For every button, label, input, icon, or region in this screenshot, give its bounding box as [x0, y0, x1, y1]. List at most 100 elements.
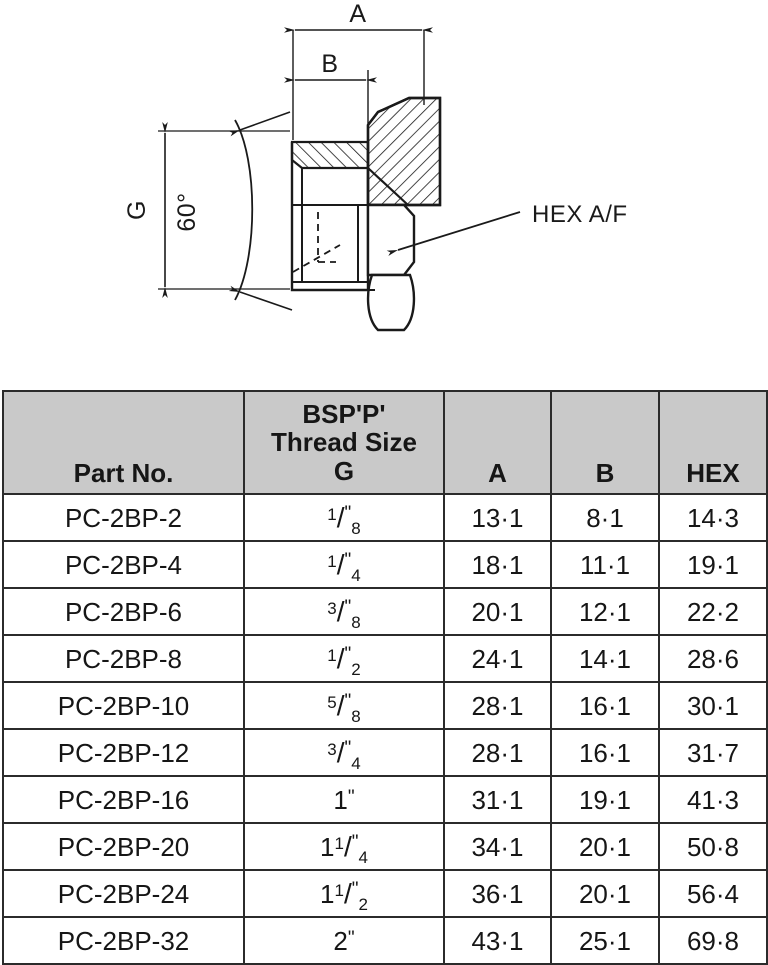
cell-a: 24·1 [443, 634, 552, 683]
cell-b: 25·1 [550, 916, 660, 965]
dimension-g: G [123, 122, 290, 298]
cell-thread-size: 1/"8 [243, 493, 445, 542]
fraction-slash: / [336, 736, 345, 768]
table-header: Part No. BSP'P' Thread Size G A B HEX [2, 390, 768, 495]
thread-size-whole: 2 [333, 925, 348, 956]
inch-mark: " [344, 737, 352, 759]
cell-a: 18·1 [443, 540, 552, 589]
cell-a: 36·1 [443, 869, 552, 918]
column-header-a: A [443, 390, 552, 495]
fraction-slash: / [343, 877, 352, 909]
cell-hex: 28·6 [658, 634, 768, 683]
column-header-hex: HEX [658, 390, 768, 495]
hex-callout-label: HEX A/F [532, 201, 628, 228]
cell-thread-size: 11/"2 [243, 869, 445, 918]
column-header-a-text: A [488, 457, 507, 488]
thread-size-fraction: 1/"2 [327, 642, 360, 678]
thread-header-line-3: G [333, 455, 355, 486]
thread-header-line-2: Thread Size [271, 427, 417, 458]
column-header-thread-size: BSP'P' Thread Size G [243, 390, 445, 495]
cell-b: 20·1 [550, 869, 660, 918]
column-header-hex-text: HEX [686, 457, 740, 488]
cell-part-no: PC-2BP-6 [2, 587, 245, 636]
technical-drawing: A B G 60° [0, 0, 768, 385]
inch-mark: " [347, 927, 355, 949]
cell-part-no: PC-2BP-10 [2, 681, 245, 730]
fraction-slash: / [336, 689, 345, 721]
fraction-whole: 1 [320, 831, 335, 862]
plug-body-section [290, 96, 442, 332]
fraction-slash: / [336, 595, 345, 627]
fraction-denominator: 8 [351, 612, 361, 632]
cell-thread-size: 1" [243, 775, 445, 824]
inch-mark: " [347, 786, 355, 808]
cell-a: 28·1 [443, 728, 552, 777]
cell-b: 20·1 [550, 822, 660, 871]
fraction-numerator: 3 [327, 598, 337, 618]
thread-size-fraction: 1/"8 [327, 501, 360, 537]
cell-part-no: PC-2BP-4 [2, 540, 245, 589]
thread-size-plain: 2" [333, 926, 354, 956]
cell-a: 43·1 [443, 916, 552, 965]
cell-thread-size: 2" [243, 916, 445, 965]
inch-mark: " [344, 596, 352, 618]
cell-b: 16·1 [550, 728, 660, 777]
fraction-slash: / [336, 642, 345, 674]
thread-size-fraction: 1/"4 [327, 548, 360, 584]
cell-hex: 41·3 [658, 775, 768, 824]
fraction-denominator: 2 [358, 894, 368, 914]
thread-header-line-1: BSP'P' [302, 399, 386, 430]
cell-hex: 14·3 [658, 493, 768, 542]
fraction-denominator: 2 [351, 659, 361, 679]
thread-size-fraction: 3/"8 [327, 595, 360, 631]
cell-thread-size: 3/"8 [243, 587, 445, 636]
column-header-part-no-text: Part No. [73, 457, 174, 488]
cell-part-no: PC-2BP-8 [2, 634, 245, 683]
cell-a: 34·1 [443, 822, 552, 871]
cell-b: 19·1 [550, 775, 660, 824]
fraction-slash: / [336, 548, 345, 580]
thread-size-fraction: 11/"4 [320, 830, 368, 866]
cell-hex: 30·1 [658, 681, 768, 730]
cell-part-no: PC-2BP-32 [2, 916, 245, 965]
cell-part-no: PC-2BP-20 [2, 822, 245, 871]
cell-hex: 31·7 [658, 728, 768, 777]
column-header-part-no: Part No. [2, 390, 245, 495]
dimension-g-label: G [123, 200, 151, 220]
cell-thread-size: 11/"4 [243, 822, 445, 871]
cell-a: 31·1 [443, 775, 552, 824]
fraction-denominator: 4 [351, 753, 361, 773]
fraction-slash: / [336, 501, 345, 533]
cell-b: 8·1 [550, 493, 660, 542]
cell-b: 14·1 [550, 634, 660, 683]
dimension-b: B [284, 50, 377, 128]
cell-thread-size: 5/"8 [243, 681, 445, 730]
fraction-numerator: 5 [327, 692, 337, 712]
fraction-slash: / [343, 830, 352, 862]
thread-size-plain: 1" [333, 785, 354, 815]
cell-thread-size: 1/"2 [243, 634, 445, 683]
fraction-numerator: 1 [327, 551, 337, 571]
cell-b: 12·1 [550, 587, 660, 636]
cell-b: 16·1 [550, 681, 660, 730]
inch-mark: " [351, 878, 359, 900]
fraction-denominator: 8 [351, 518, 361, 538]
dimension-a: A [284, 0, 433, 140]
fraction-numerator: 1 [327, 504, 337, 524]
cell-part-no: PC-2BP-24 [2, 869, 245, 918]
fraction-whole: 1 [320, 878, 335, 909]
cell-thread-size: 3/"4 [243, 728, 445, 777]
inch-mark: " [344, 690, 352, 712]
cell-a: 13·1 [443, 493, 552, 542]
cell-hex: 50·8 [658, 822, 768, 871]
cell-hex: 19·1 [658, 540, 768, 589]
column-header-b: B [550, 390, 660, 495]
dimension-a-label: A [349, 0, 366, 28]
